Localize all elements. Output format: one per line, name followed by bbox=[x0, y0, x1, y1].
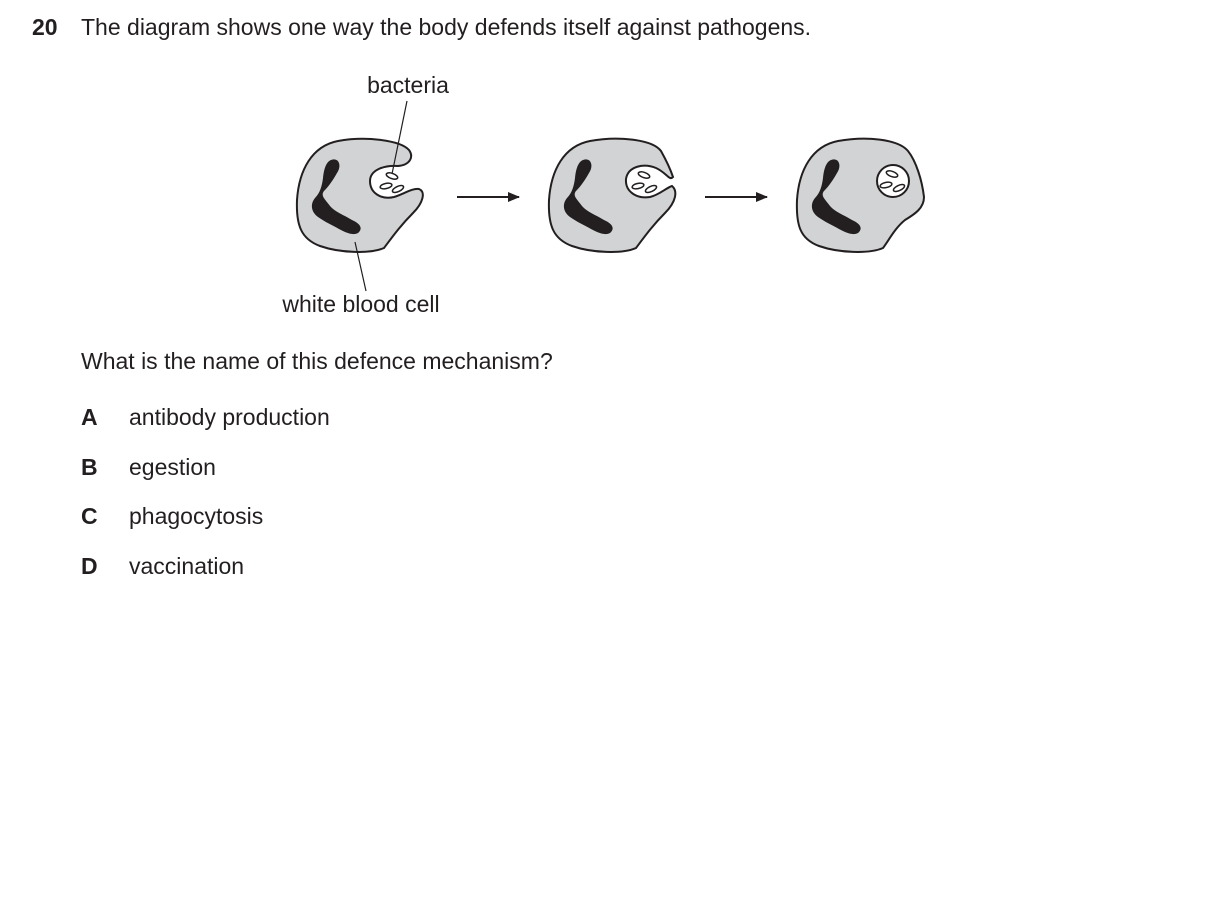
bacteria-group-3 bbox=[879, 170, 906, 193]
option-a-text: antibody production bbox=[129, 404, 330, 430]
cell-stage-1 bbox=[295, 137, 424, 253]
bacteria-leader-line bbox=[391, 100, 408, 175]
option-d-letter: D bbox=[81, 553, 98, 579]
option-c-text: phagocytosis bbox=[129, 503, 264, 529]
bacteria-group-2 bbox=[631, 171, 658, 194]
nucleus-3 bbox=[811, 159, 861, 235]
nucleus-2 bbox=[563, 159, 613, 235]
option-b-letter: B bbox=[81, 454, 98, 480]
phagocytosis-diagram: bacteria white blood cell bbox=[281, 72, 926, 317]
vacuole bbox=[876, 164, 910, 198]
cell-body-3 bbox=[795, 137, 926, 253]
cell-stage-2 bbox=[547, 137, 677, 253]
question-stem: The diagram shows one way the body defen… bbox=[81, 14, 812, 40]
cell-body-2 bbox=[547, 137, 677, 253]
cell-stage-3 bbox=[795, 137, 926, 253]
cell-leader-line bbox=[354, 241, 367, 292]
option-d-text: vaccination bbox=[129, 553, 245, 579]
bacteria-group-1 bbox=[379, 172, 405, 194]
cell-body-1 bbox=[295, 137, 424, 253]
question-number: 20 bbox=[32, 14, 58, 40]
label-white-blood-cell: white blood cell bbox=[281, 291, 439, 317]
option-b-text: egestion bbox=[129, 454, 216, 480]
option-c-letter: C bbox=[81, 503, 98, 529]
label-bacteria: bacteria bbox=[367, 72, 449, 98]
option-a-letter: A bbox=[81, 404, 98, 430]
nucleus-1 bbox=[311, 159, 361, 235]
question-prompt: What is the name of this defence mechani… bbox=[81, 348, 553, 374]
